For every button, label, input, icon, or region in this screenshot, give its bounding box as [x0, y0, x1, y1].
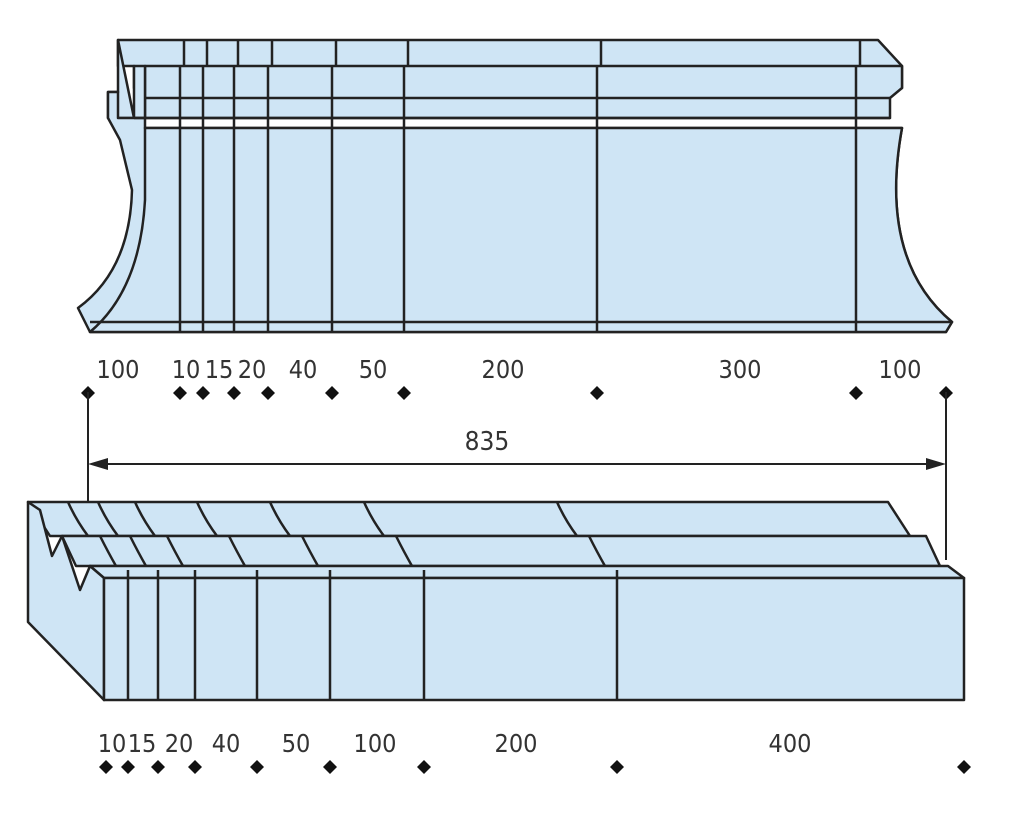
- lower-divider-top: [133, 501, 157, 537]
- lower-front-face: [102, 576, 966, 702]
- upper-segment-label: 300: [719, 355, 762, 384]
- arrow-left-icon: [88, 458, 108, 470]
- upper-segment-label: 100: [879, 355, 922, 384]
- upper-marker-icon: [397, 386, 411, 400]
- lower-divider-mid: [98, 535, 118, 567]
- lower-divider-mid: [394, 535, 414, 567]
- upper-segment-label: 200: [482, 355, 525, 384]
- upper-tool: [76, 38, 954, 334]
- lower-divider-top: [195, 501, 219, 537]
- lower-segment-label: 40: [212, 729, 241, 758]
- arrow-right-icon: [926, 458, 946, 470]
- upper-flange: [143, 64, 904, 120]
- lower-marker-icon: [99, 760, 113, 774]
- lower-segment-label: 400: [769, 729, 812, 758]
- lower-segment-label: 200: [495, 729, 538, 758]
- total-length-label: 835: [465, 427, 510, 457]
- lower-marker-icon: [151, 760, 165, 774]
- upper-segment-label: 50: [359, 355, 388, 384]
- lower-top-back: [26, 500, 912, 538]
- lower-tool: [26, 500, 966, 702]
- upper-segment-label: 100: [97, 355, 140, 384]
- upper-segment-label: 10: [172, 355, 201, 384]
- lower-top-front: [88, 564, 966, 580]
- lower-marker-icon: [957, 760, 971, 774]
- lower-marker-icon: [188, 760, 202, 774]
- upper-segment-label: 15: [205, 355, 234, 384]
- upper-marker-icon: [261, 386, 275, 400]
- lower-marker-icon: [610, 760, 624, 774]
- lower-segment-markers: [99, 760, 971, 774]
- upper-segment-label: 40: [289, 355, 318, 384]
- upper-segment-dividers: [178, 40, 862, 332]
- upper-marker-icon: [196, 386, 210, 400]
- lower-segment-label: 100: [354, 729, 397, 758]
- lower-divider-top: [362, 501, 386, 537]
- lower-marker-icon: [121, 760, 135, 774]
- lower-divider-top: [96, 501, 120, 537]
- upper-marker-icon: [173, 386, 187, 400]
- lower-divider-mid: [128, 535, 148, 567]
- lower-divider-mid: [300, 535, 320, 567]
- upper-front-face: [88, 126, 954, 334]
- lower-marker-icon: [250, 760, 264, 774]
- upper-marker-icon: [227, 386, 241, 400]
- lower-divider-mid: [587, 535, 607, 567]
- lower-divider-top: [555, 501, 579, 537]
- lower-divider-mid: [227, 535, 247, 567]
- lower-segment-label: 15: [128, 729, 157, 758]
- upper-marker-icon: [325, 386, 339, 400]
- lower-top-mid: [60, 534, 942, 568]
- lower-segment-label: 20: [165, 729, 194, 758]
- lower-divider-top: [268, 501, 292, 537]
- lower-divider-mid: [165, 535, 185, 567]
- lower-marker-icon: [417, 760, 431, 774]
- lower-marker-icon: [323, 760, 337, 774]
- lower-segment-label: 10: [98, 729, 127, 758]
- lower-left-side: [26, 500, 106, 702]
- upper-segment-markers: [81, 386, 953, 400]
- lower-segment-label: 50: [282, 729, 311, 758]
- upper-marker-icon: [849, 386, 863, 400]
- upper-marker-icon: [590, 386, 604, 400]
- upper-segment-label: 20: [238, 355, 267, 384]
- lower-divider-top: [66, 501, 90, 537]
- lower-segment-dividers: [66, 501, 619, 700]
